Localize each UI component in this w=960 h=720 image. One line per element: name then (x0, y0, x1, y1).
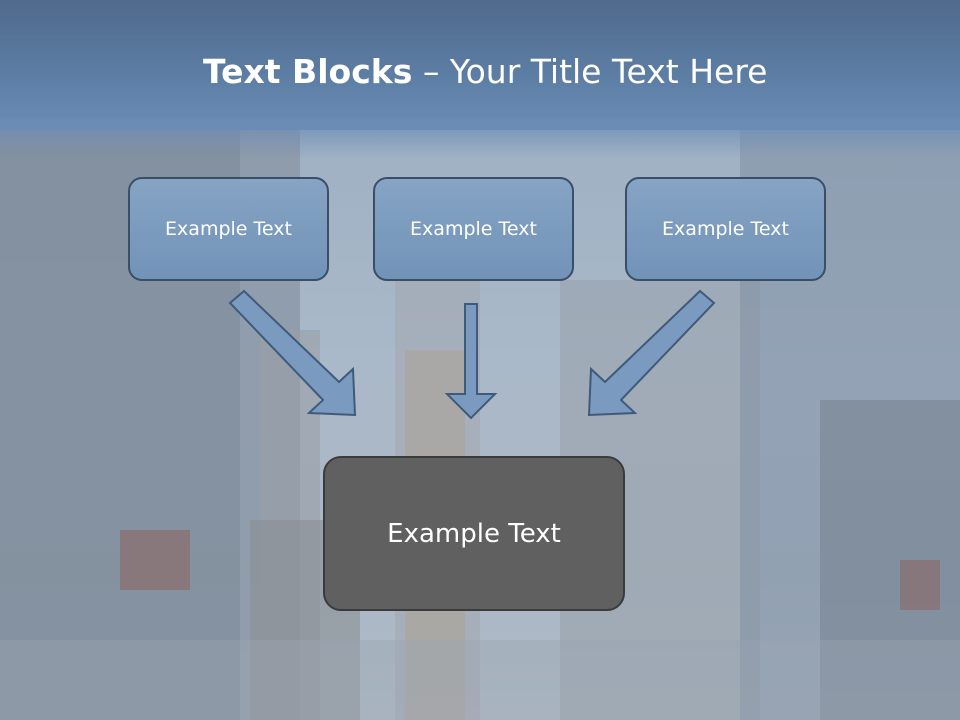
text-block-bottom[interactable]: Example Text (323, 456, 625, 611)
text-block-center-label: Example Text (410, 218, 537, 240)
text-block-right-label: Example Text (662, 218, 789, 240)
slide-title: Text Blocks – Your Title Text Here (203, 52, 767, 102)
title-dash: – (412, 52, 450, 91)
title-bar-fade (0, 118, 960, 158)
title-bar (0, 0, 960, 130)
text-block-bottom-label: Example Text (387, 518, 561, 549)
text-block-left-label: Example Text (165, 218, 292, 240)
text-block-right[interactable]: Example Text (625, 177, 826, 281)
text-block-center[interactable]: Example Text (373, 177, 574, 281)
title-regular-part: Your Title Text Here (449, 52, 768, 91)
arrow-center-to-bottom (444, 303, 498, 420)
arrow-left-to-bottom (228, 289, 357, 417)
arrow-right-to-bottom (587, 289, 716, 417)
text-block-left[interactable]: Example Text (128, 177, 329, 281)
title-bold-part: Text Blocks (203, 52, 413, 91)
